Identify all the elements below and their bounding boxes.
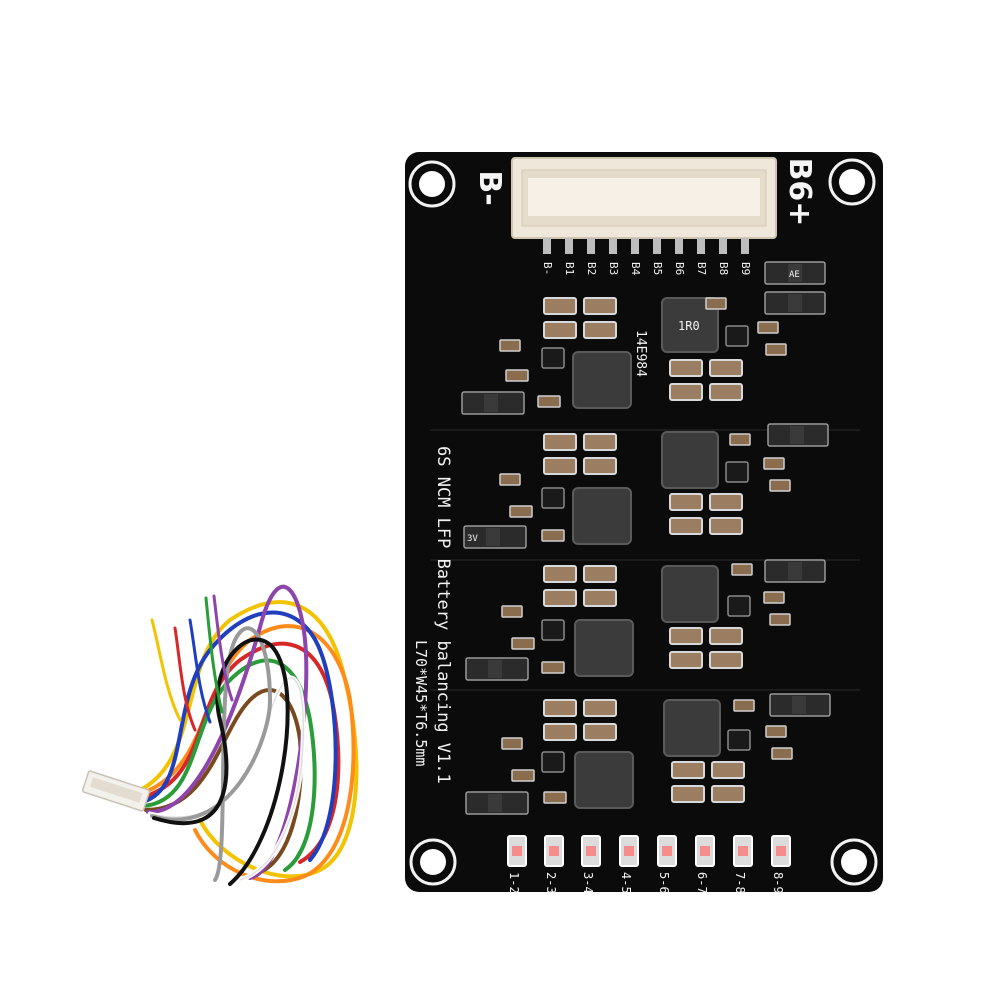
- pin-label: B1: [563, 262, 576, 275]
- pin-label: B2: [585, 262, 598, 275]
- mounting-hole-icon: [409, 838, 457, 886]
- smd-capacitors: [543, 297, 745, 803]
- cable-connector: [81, 770, 151, 812]
- pin-label: B8: [717, 262, 730, 275]
- led-indicator: [507, 835, 527, 867]
- smd-ics: [541, 325, 751, 773]
- led-label: 6-7: [695, 872, 709, 894]
- pin-labels: B- B1 B2 B3 B4 B5 B6 B7 B8 B9: [541, 262, 752, 276]
- power-inductor: [572, 351, 632, 409]
- smd-diode: [461, 391, 525, 415]
- power-inductor: [574, 619, 634, 677]
- led-label: 8-9: [771, 872, 785, 894]
- led-indicator: [619, 835, 639, 867]
- smd-diode: [767, 423, 829, 447]
- led-indicator: [733, 835, 753, 867]
- pin-label: B-: [541, 262, 554, 275]
- smd-resistors: [499, 297, 793, 804]
- led-labels: 1-2 2-3 3-4 4-5 5-6 6-7 7-8 8-9: [507, 872, 785, 894]
- pin-label: B3: [607, 262, 620, 275]
- power-inductor: [663, 699, 721, 757]
- pin-label: B9: [739, 262, 752, 275]
- power-inductor: [661, 565, 719, 623]
- led-label: 7-8: [733, 872, 747, 894]
- board-size-label: L70*W45*T6.5mm: [412, 640, 430, 766]
- led-indicator: [581, 835, 601, 867]
- smd-diode: AE: [764, 261, 826, 285]
- power-inductor: [661, 431, 719, 489]
- connector-pins: [543, 238, 749, 254]
- diode-marking: 3V: [467, 534, 478, 544]
- terminal-negative-label: B-: [472, 170, 507, 205]
- power-inductor: [572, 487, 632, 545]
- power-inductor: [574, 751, 634, 809]
- batch-code-label: 14E984: [633, 330, 648, 377]
- pin-label: B4: [629, 262, 642, 276]
- wire-harness: [138, 584, 359, 886]
- led-label: 3-4: [581, 872, 595, 894]
- board-version-label: 6S NCM LFP Battery balancing V1.1: [433, 446, 453, 784]
- diode-marking: AE: [789, 270, 800, 280]
- terminal-positive-label: B6+: [782, 158, 817, 227]
- mounting-hole-icon: [828, 158, 876, 206]
- led-indicator: [771, 835, 791, 867]
- smd-diode: [764, 291, 826, 315]
- led-indicators: [507, 835, 791, 867]
- jst-connector: [511, 157, 777, 239]
- led-label: 4-5: [619, 872, 633, 894]
- pin-label: B5: [651, 262, 664, 275]
- balancer-pcb: B- B6+ B- B1 B2 B3 B4 B5: [405, 152, 883, 894]
- led-indicator: [657, 835, 677, 867]
- mounting-hole-icon: [408, 160, 456, 208]
- smd-diode: [465, 791, 529, 815]
- pin-label: B6: [673, 262, 686, 275]
- smd-diode: [769, 693, 831, 717]
- smd-diode: 3V: [463, 525, 527, 549]
- led-indicator: [695, 835, 715, 867]
- led-label: 5-6: [657, 872, 671, 894]
- smd-diode: [465, 657, 529, 681]
- led-label: 1-2: [507, 872, 521, 894]
- inductor-marking: 1R0: [678, 319, 700, 333]
- smd-diode: [764, 559, 826, 583]
- power-inductor: 1R0: [661, 297, 719, 353]
- mounting-hole-icon: [830, 838, 878, 886]
- led-label: 2-3: [544, 872, 558, 894]
- led-indicator: [544, 835, 564, 867]
- pin-label: B7: [695, 262, 708, 275]
